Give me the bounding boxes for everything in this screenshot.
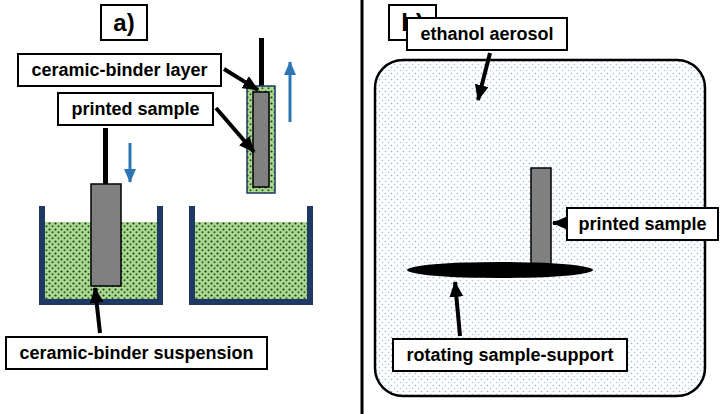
leader-line xyxy=(455,282,460,336)
callout-box: printed sample xyxy=(566,207,719,241)
suspension-fill xyxy=(195,222,307,300)
callout-box: ceramic-binder layer xyxy=(17,53,222,87)
label-text: ethanol aerosol xyxy=(420,19,553,49)
sample-rod xyxy=(253,92,269,187)
sample-support xyxy=(407,262,593,278)
motion-arrow xyxy=(129,143,132,182)
callout-box: ethanol aerosol xyxy=(406,17,568,51)
panel-divider xyxy=(361,0,364,414)
leader-line xyxy=(95,288,100,333)
coating-layer xyxy=(247,86,275,193)
holder-rod xyxy=(103,128,108,185)
label-text: printed sample xyxy=(578,209,706,239)
panel-tag: a) xyxy=(100,4,148,41)
motion-arrow xyxy=(289,62,292,122)
label-text: printed sample xyxy=(71,94,199,124)
sample-rod xyxy=(531,168,551,268)
label-text: rotating sample-support xyxy=(406,340,613,370)
label-text: ceramic-binder layer xyxy=(31,55,207,85)
leader-line xyxy=(478,53,490,100)
leader-line xyxy=(224,69,258,90)
label-text: a) xyxy=(113,6,134,39)
callout-box: printed sample xyxy=(57,92,214,126)
sample-rod xyxy=(91,184,121,286)
holder-rod xyxy=(259,38,264,87)
callout-box: rotating sample-support xyxy=(392,338,628,372)
label-text: ceramic-binder suspension xyxy=(19,338,253,368)
callout-box: ceramic-binder suspension xyxy=(5,336,268,370)
beaker xyxy=(192,206,310,302)
leader-line xyxy=(216,108,254,152)
